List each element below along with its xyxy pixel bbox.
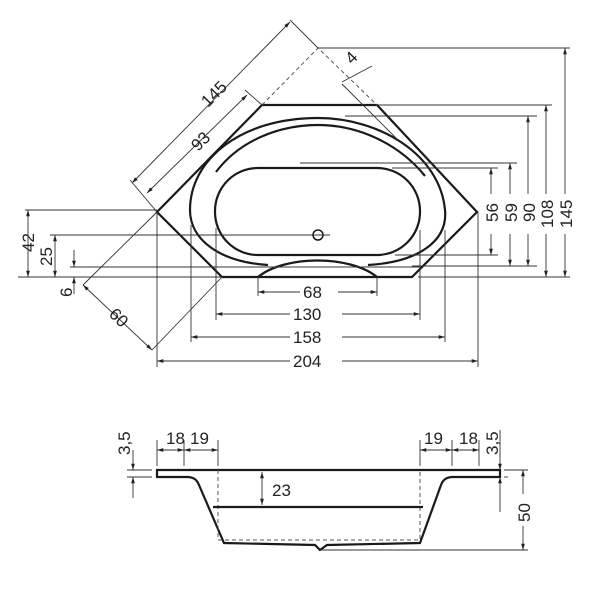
dim-25: 25 — [37, 247, 56, 266]
dim-59: 59 — [502, 203, 521, 222]
basin-oval — [213, 166, 422, 257]
dim-130: 130 — [293, 305, 321, 324]
tub-outline — [155, 103, 479, 279]
dim-6: 6 — [57, 288, 76, 297]
dim-3-5-right: 3,5 — [483, 431, 502, 455]
dim-68: 68 — [303, 283, 322, 302]
dim-90: 90 — [520, 203, 539, 222]
dim-93-diagonal: 93 — [187, 128, 214, 155]
dim-108: 108 — [538, 200, 557, 228]
dim-50: 50 — [515, 503, 534, 522]
dim-56: 56 — [483, 203, 502, 222]
section-view: 23 18 19 3,5 19 18 3,5 50 — [115, 429, 534, 552]
dim-19-right: 19 — [424, 429, 443, 448]
plan-view: 145 93 4 60 42 25 6 — [18, 19, 576, 371]
dim-145-vertical: 145 — [557, 200, 576, 228]
dim-204: 204 — [293, 352, 321, 371]
dim-23: 23 — [272, 481, 291, 500]
rim-outer-curve — [188, 116, 447, 267]
corner-projection — [261, 47, 378, 106]
dim-3-5-left: 3,5 — [115, 431, 134, 455]
dim-19-left: 19 — [190, 429, 209, 448]
dim-42: 42 — [19, 233, 38, 252]
dim-145-diagonal: 145 — [197, 77, 230, 110]
headrest-curve — [257, 259, 378, 278]
dim-158: 158 — [293, 328, 321, 347]
dim-18-left: 18 — [166, 429, 185, 448]
dim-18-right: 18 — [459, 429, 478, 448]
dim-4: 4 — [341, 48, 361, 68]
section-profile — [155, 468, 502, 552]
